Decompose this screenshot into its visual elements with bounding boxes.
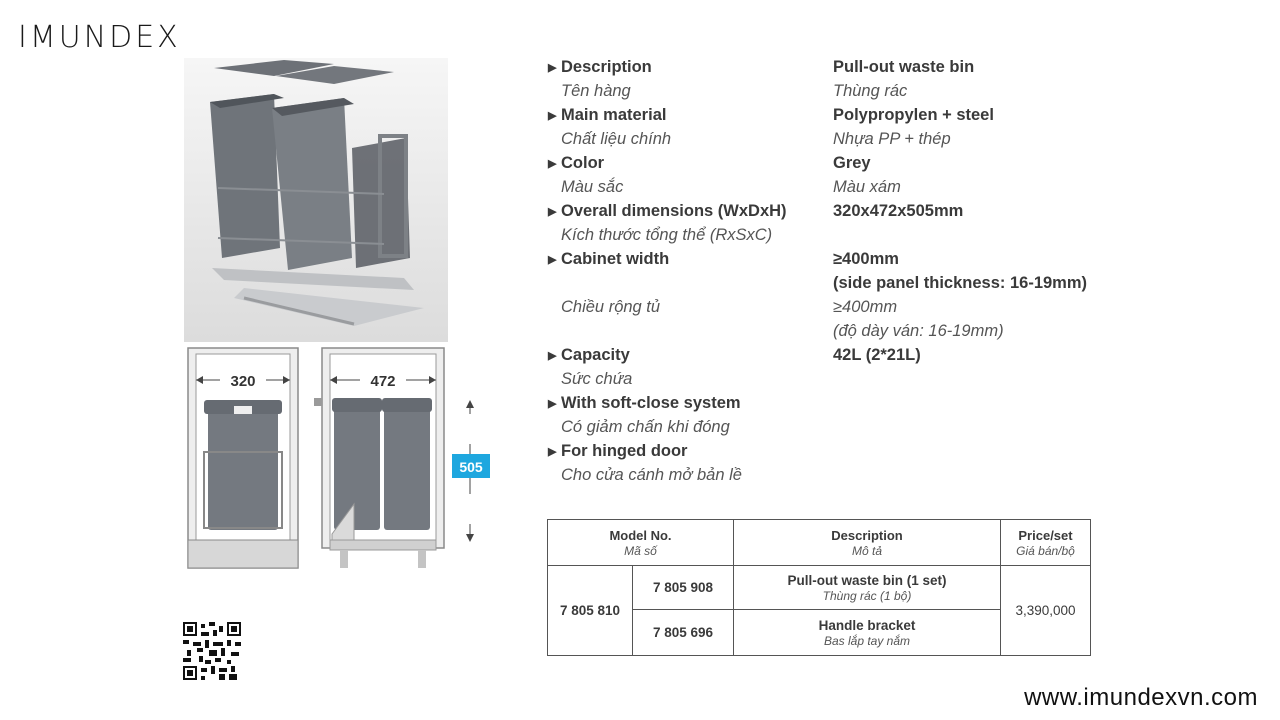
spec-label: ▶Capacity	[548, 346, 630, 364]
item-description: Pull-out waste bin (1 set) Thùng rác (1 …	[733, 565, 1001, 610]
spec-label-vi: Kích thước tổng thể (RxSxC)	[561, 226, 773, 244]
spec-list: ▶Description Pull-out waste bin Tên hàng T…	[548, 58, 1148, 490]
spec-value-vi: Thùng rác	[833, 82, 908, 100]
spec-value-note: (side panel thickness: 16-19mm)	[833, 274, 1088, 292]
website-link[interactable]: www.imundexvn.com	[1024, 684, 1258, 711]
spec-value-vi: Nhựa PP + thép	[833, 130, 951, 148]
table-row: 7 805 810 7 805 908 Pull-out waste bin (…	[547, 565, 1091, 656]
price-table: Model No. Mã số Description Mô tả Price/…	[547, 519, 1091, 656]
item-code: 7 805 908	[632, 565, 734, 610]
spec-label-vi: Màu sắc	[561, 178, 624, 196]
spec-value: Grey	[833, 154, 871, 172]
brand-logo: IMUNDEX	[18, 20, 181, 55]
header-model: Model No. Mã số	[547, 519, 734, 566]
height-dimension: 505	[459, 459, 483, 475]
spec-label-vi: Tên hàng	[561, 82, 631, 100]
spec-label: ▶Overall dimensions (WxDxH)	[548, 202, 787, 220]
price-value: 3,390,000	[1000, 565, 1091, 656]
spec-label-vi: Chiều rộng tủ	[561, 298, 661, 316]
spec-value: Polypropylen + steel	[833, 106, 994, 124]
spec-label: ▶For hinged door	[548, 442, 688, 460]
spec-label-vi: Cho cửa cánh mở bản lề	[561, 466, 742, 484]
spec-label: ▶Color	[548, 154, 605, 172]
spec-value: 42L (2*21L)	[833, 346, 921, 364]
product-photo	[184, 58, 448, 342]
spec-label: ▶With soft-close system	[548, 394, 741, 412]
spec-value-vi-note: (độ dày ván: 16-19mm)	[833, 322, 1004, 340]
spec-label: ▶Cabinet width	[548, 250, 670, 268]
model-number: 7 805 810	[547, 565, 633, 656]
header-price: Price/set Giá bán/bộ	[1000, 519, 1091, 566]
spec-value: Pull-out waste bin	[833, 58, 975, 76]
depth-dimension: 472	[370, 373, 395, 390]
spec-value: 320x472x505mm	[833, 202, 964, 220]
width-dimension: 320	[230, 373, 255, 390]
spec-value-vi: ≥400mm	[833, 298, 898, 316]
height-badge	[452, 454, 490, 478]
spec-label: ▶Main material	[548, 106, 667, 124]
item-description: Handle bracket Bas lắp tay nắm	[733, 609, 1001, 656]
table-row: 7 805 696 Handle bracket Bas lắp tay nắm	[548, 609, 1091, 656]
spec-value-vi: Màu xám	[833, 178, 901, 196]
spec-label-vi: Chất liệu chính	[561, 130, 672, 148]
header-description: Description Mô tả	[733, 519, 1001, 566]
spec-label-vi: Sức chứa	[561, 370, 633, 388]
item-code: 7 805 696	[632, 609, 734, 656]
spec-value: ≥400mm	[833, 250, 899, 268]
qr-code[interactable]	[183, 622, 241, 680]
dimension-drawing: 320 472 505	[187, 347, 490, 569]
spec-label: ▶Description	[548, 58, 652, 76]
spec-label-vi: Có giảm chấn khi đóng	[561, 418, 730, 436]
